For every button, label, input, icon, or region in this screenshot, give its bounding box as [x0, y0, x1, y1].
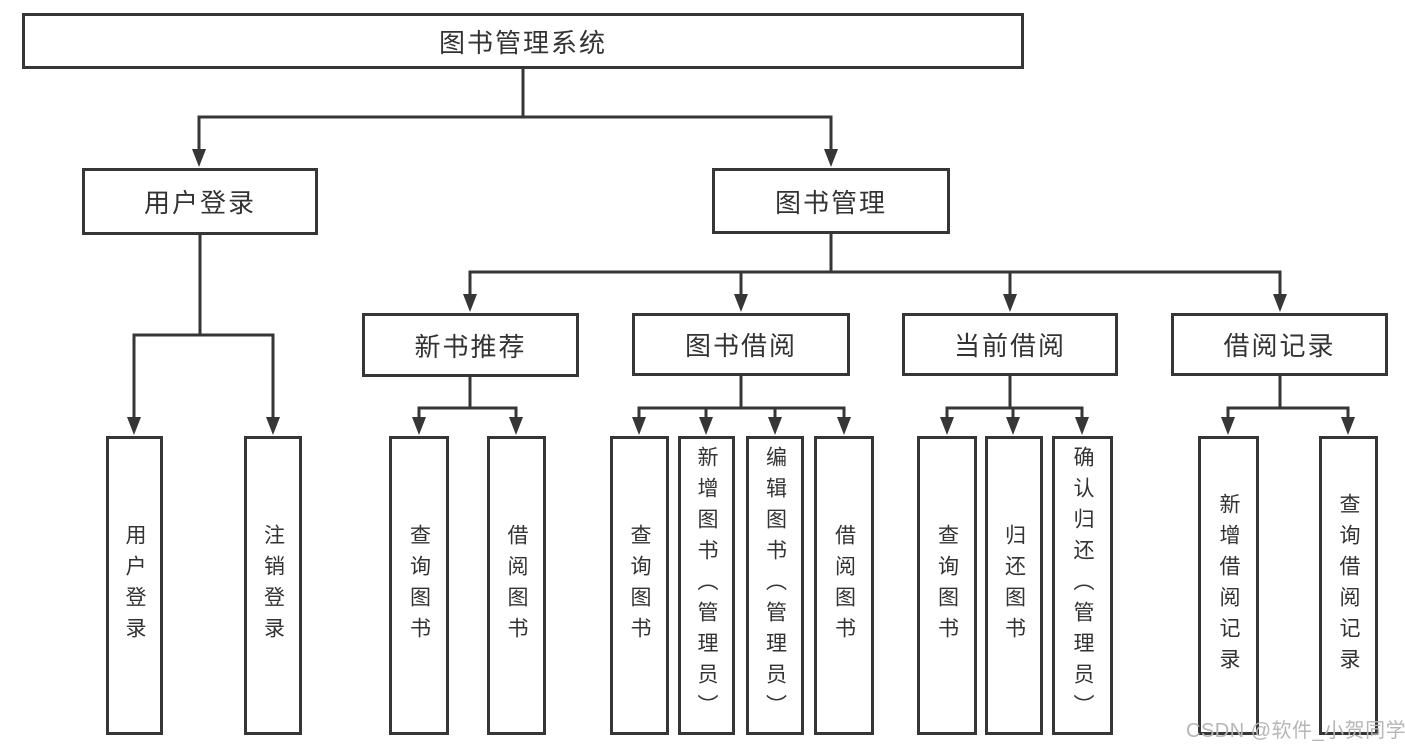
leaf-add-book: 新增图书（管理员） — [678, 436, 735, 735]
leaf-query-book-2: 查询图书 — [610, 436, 669, 735]
leaf-confirm-return-label: 确认归还（管理员） — [1071, 446, 1094, 725]
leaf-query-borrow-record-label: 查询借阅记录 — [1337, 492, 1360, 679]
node-current-borrow: 当前借阅 — [902, 313, 1118, 376]
leaf-return-book: 归还图书 — [985, 436, 1043, 735]
leaf-edit-book-label: 编辑图书（管理员） — [763, 446, 787, 725]
leaf-query-book-1: 查询图书 — [389, 436, 449, 735]
leaf-edit-book: 编辑图书（管理员） — [746, 436, 804, 735]
node-new-book-rec-label: 新书推荐 — [414, 331, 527, 362]
node-book-mgmt: 图书管理 — [712, 168, 950, 234]
connector-borrow-records-group — [1226, 374, 1350, 421]
node-new-book-rec: 新书推荐 — [362, 313, 579, 377]
leaf-borrow-book-2: 借阅图书 — [814, 436, 874, 735]
leaf-return-book-label: 归还图书 — [1002, 523, 1026, 648]
connector-book-mgmt-to-level3 — [468, 232, 1282, 298]
node-root-label: 图书管理系统 — [438, 27, 607, 58]
node-user-login-label: 用户登录 — [143, 188, 256, 218]
leaf-add-borrow-record-label: 新增借阅记录 — [1217, 492, 1240, 679]
leaf-logout: 注销登录 — [244, 436, 302, 735]
node-current-borrow-label: 当前借阅 — [953, 331, 1066, 361]
connector-elbows — [132, 67, 1350, 421]
leaf-query-book-3: 查询图书 — [917, 436, 977, 735]
leaf-user-login: 用户登录 — [106, 436, 163, 735]
node-book-borrow: 图书借阅 — [632, 313, 850, 376]
leaf-user-login-label: 用户登录 — [123, 523, 146, 648]
leaf-query-borrow-record: 查询借阅记录 — [1319, 436, 1378, 735]
leaf-add-book-label: 新增图书（管理员） — [695, 446, 718, 725]
connector-new-book-rec-group — [417, 375, 518, 421]
connector-root-to-level2 — [197, 67, 833, 153]
connector-user-login-group — [132, 233, 275, 421]
leaf-query-book-1-label: 查询图书 — [407, 523, 431, 648]
watermark-text: CSDN @软件_小贺同学 — [1186, 720, 1405, 742]
node-borrow-records-label: 借阅记录 — [1223, 331, 1336, 361]
leaf-borrow-book-2-label: 借阅图书 — [832, 523, 856, 648]
leaf-borrow-book-1: 借阅图书 — [487, 436, 546, 735]
node-book-mgmt-label: 图书管理 — [774, 187, 887, 218]
node-user-login: 用户登录 — [82, 168, 318, 235]
leaf-logout-label: 注销登录 — [261, 523, 285, 648]
node-root: 图书管理系统 — [22, 13, 1024, 69]
leaf-borrow-book-1-label: 借阅图书 — [505, 523, 528, 648]
leaf-add-borrow-record: 新增借阅记录 — [1198, 436, 1259, 735]
leaf-query-book-3-label: 查询图书 — [935, 523, 959, 648]
connector-current-borrow-group — [945, 374, 1084, 421]
node-book-borrow-label: 图书借阅 — [684, 331, 797, 361]
connector-book-borrow-group — [637, 374, 846, 421]
node-borrow-records: 借阅记录 — [1171, 313, 1388, 376]
leaf-confirm-return: 确认归还（管理员） — [1052, 436, 1113, 735]
leaf-query-book-2-label: 查询图书 — [628, 523, 651, 648]
